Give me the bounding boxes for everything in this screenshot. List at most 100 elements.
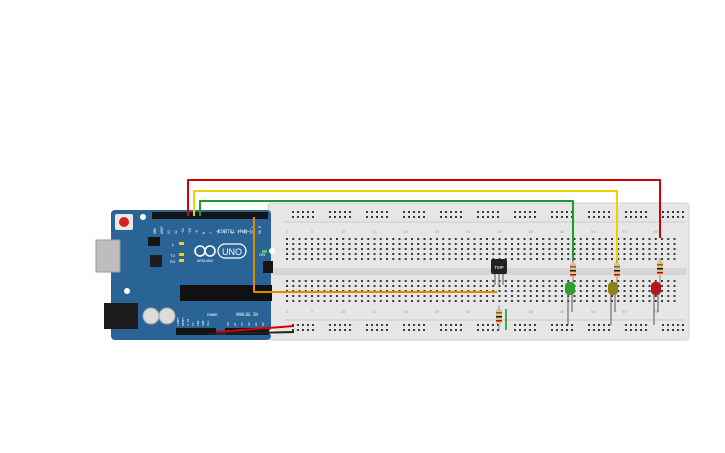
led-yellow[interactable] (608, 260, 620, 325)
breadboard-hole (298, 280, 301, 282)
breadboard-hole (442, 300, 445, 302)
breadboard-hole (573, 248, 576, 250)
breadboard-hole (329, 329, 331, 331)
breadboard-hole (529, 300, 532, 302)
wire-orange[interactable] (253, 217, 497, 293)
breadboard-hole (286, 258, 288, 260)
breadboard-hole (598, 290, 601, 292)
breadboard-hole (617, 258, 620, 260)
breadboard-hole (604, 258, 607, 260)
breadboard-hole (548, 295, 551, 297)
wire-black-power[interactable] (208, 331, 295, 335)
breadboard-hole (667, 329, 669, 331)
wire-red[interactable] (187, 179, 661, 238)
led-green[interactable] (565, 260, 576, 325)
breadboard-hole (511, 300, 513, 302)
breadboard-hole (334, 324, 336, 326)
breadboard-hole (292, 329, 294, 331)
breadboard-hole (329, 324, 331, 326)
led-red[interactable] (651, 258, 663, 325)
temperature-sensor[interactable]: TMP (491, 259, 507, 285)
breadboard-hole (292, 280, 295, 282)
breadboard-hole (648, 258, 651, 260)
breadboard-hole (286, 243, 288, 245)
breadboard-hole (586, 258, 588, 260)
breadboard-hole (448, 258, 451, 260)
breadboard-hole (629, 248, 632, 250)
breadboard-hole (636, 300, 638, 302)
resistor-sensor[interactable] (496, 305, 502, 330)
breadboard-hole (436, 253, 438, 255)
breadboard-hole (592, 253, 595, 255)
analog-pin-label: A4 (254, 322, 258, 326)
breadboard-hole (473, 295, 476, 297)
breadboard-hole (417, 258, 420, 260)
breadboard-hole (323, 248, 326, 250)
breadboard-hole (429, 300, 432, 302)
breadboard-hole (592, 300, 595, 302)
breadboard-hole (311, 295, 313, 297)
breadboard-hole (579, 285, 582, 287)
breadboard-hole (629, 280, 632, 282)
breadboard-hole (519, 211, 521, 213)
breadboard-hole (604, 248, 607, 250)
breadboard-hole (479, 243, 482, 245)
wire-red-power[interactable] (215, 325, 295, 333)
breadboard-hole (625, 211, 627, 213)
breadboard-hole (403, 324, 405, 326)
breadboard-hole (608, 216, 610, 218)
breadboard-hole (408, 324, 410, 326)
breadboard-hole (661, 243, 663, 245)
breadboard-hole (373, 280, 376, 282)
breadboard-hole (404, 258, 407, 260)
wire-yellow[interactable] (193, 190, 618, 263)
breadboard-hole (286, 248, 288, 250)
breadboard-hole (473, 258, 476, 260)
breadboard-hole (629, 295, 632, 297)
breadboard-hole (445, 211, 447, 213)
breadboard-hole (298, 300, 301, 302)
breadboard-hole (317, 280, 320, 282)
breadboard-hole (367, 258, 370, 260)
breadboard-hole (486, 248, 488, 250)
breadboard-hole (561, 280, 563, 282)
breadboard-hole (411, 258, 413, 260)
breadboard-hole (302, 216, 304, 218)
breadboard-hole (423, 300, 426, 302)
breadboard-hole (450, 324, 452, 326)
breadboard-hole (554, 248, 557, 250)
analog-pin-label: A1 (233, 322, 237, 326)
breadboard-hole (342, 243, 345, 245)
arduino-uno-board[interactable]: UNO ARDUINO DIGITAL (PWM~) ANALOG IN POW… (95, 210, 275, 340)
breadboard-hole (667, 258, 670, 260)
breadboard-hole (536, 258, 538, 260)
breadboard-hole (298, 258, 301, 260)
breadboard-hole (517, 280, 520, 282)
wire-green[interactable] (199, 200, 574, 261)
breadboard-hole (635, 329, 637, 331)
column-number: 20 (404, 230, 408, 234)
breadboard-hole (636, 280, 638, 282)
breadboard-hole (642, 300, 645, 302)
breadboard-hole (329, 216, 331, 218)
breadboard-hole (573, 243, 576, 245)
breadboard-hole (623, 280, 626, 282)
reset-button-cap[interactable] (119, 217, 129, 227)
breadboard-hole (511, 290, 513, 292)
breadboard-hole (367, 300, 370, 302)
breadboard-hole (408, 216, 410, 218)
breadboard-hole (514, 324, 516, 326)
analog-pin-label: A0 (226, 322, 230, 326)
breadboard-hole (642, 285, 645, 287)
breadboard-hole (361, 258, 363, 260)
breadboard-hole (662, 329, 664, 331)
breadboard-hole (292, 248, 295, 250)
breadboard-hole (542, 253, 545, 255)
breadboard-hole (440, 329, 442, 331)
breadboard-hole (392, 248, 395, 250)
breadboard-hole (498, 300, 501, 302)
breadboard-hole (608, 211, 610, 213)
breadboard-hole (298, 253, 301, 255)
breadboard-hole (648, 253, 651, 255)
breadboard-hole (630, 216, 632, 218)
